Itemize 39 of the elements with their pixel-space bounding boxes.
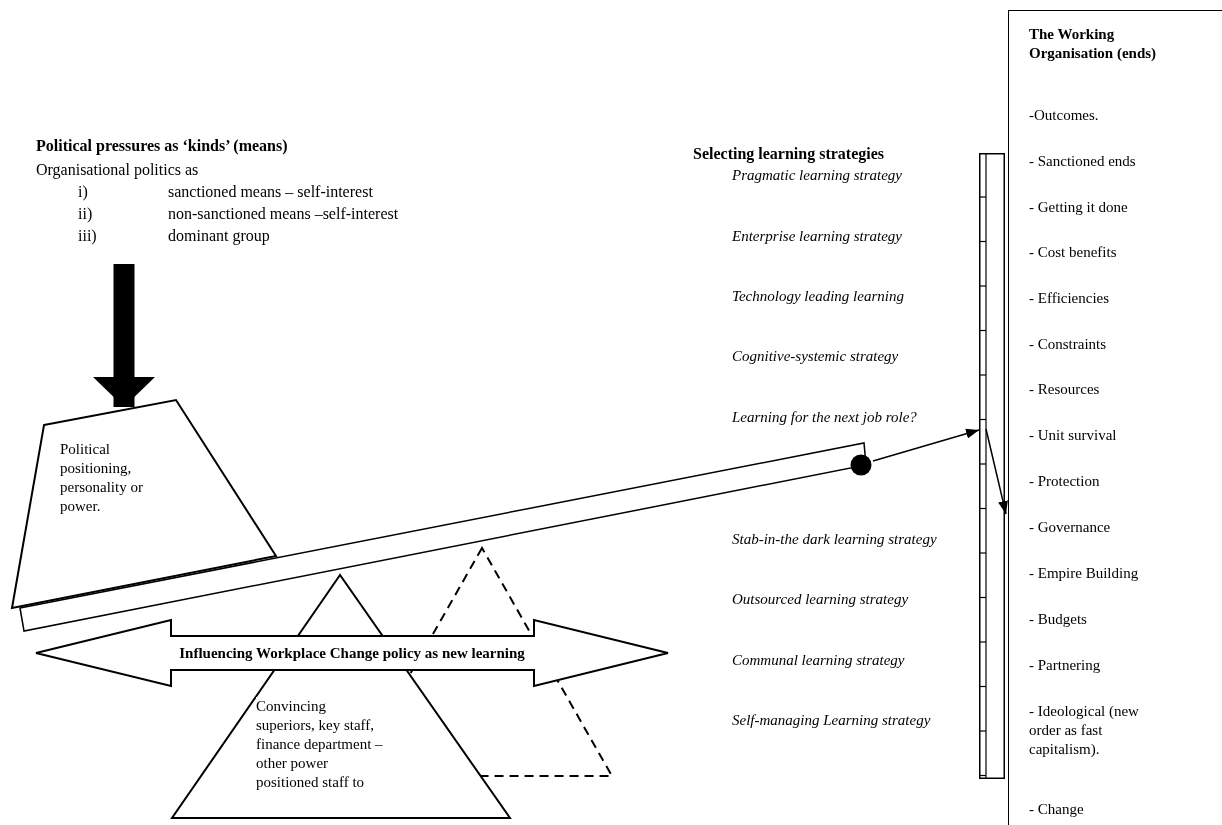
list-item-text: - Partnering (1029, 656, 1102, 675)
list-item-text: -Outcomes. (1029, 106, 1100, 125)
list-numeral: ii) (78, 204, 93, 223)
list-item-text: - Constraints (1029, 335, 1108, 354)
list-item-text: dominant group (168, 226, 270, 245)
intro-text: Organisational politics as (36, 160, 199, 179)
list-numeral: iii) (78, 226, 97, 245)
strategy-text: Learning for the next job role? (732, 409, 917, 426)
strategy-text: Cognitive-systemic strategy (732, 348, 899, 365)
strategy-text: Self-managing Learning strategy (732, 712, 931, 729)
strategy-text: Technology leading learning (732, 288, 904, 305)
list-item-text: - Empire Building (1029, 564, 1140, 583)
arrow (985, 428, 1008, 515)
list-item-text: - Unit survival (1029, 426, 1118, 445)
arrow (872, 428, 980, 462)
strategy-text: Outsourced learning strategy (732, 591, 909, 608)
list-item-text: - Cost benefits (1029, 243, 1118, 262)
strategy-text: Communal learning strategy (732, 652, 905, 669)
list-numeral: i) (78, 182, 88, 201)
list-item-text: - Protection (1029, 472, 1101, 491)
list-item-text: - Budgets (1029, 610, 1088, 629)
list-item-text: - Sanctioned ends (1029, 152, 1137, 171)
list-item-text: sanctioned means – self-interest (168, 182, 373, 201)
list-item-text: non-sanctioned means –self-interest (168, 204, 399, 223)
strategy-text: Enterprise learning strategy (732, 228, 902, 245)
heading-text: Political pressures as ‘kinds’ (means) (36, 136, 288, 155)
strategy-text: Pragmatic learning strategy (732, 167, 902, 184)
list-item-text: - Getting it done (1029, 198, 1129, 217)
list-item-text: - Resources (1029, 380, 1101, 399)
section-heading: Selecting learning strategies (693, 145, 885, 163)
strategy-text: Stab-in-the dark learning strategy (732, 531, 937, 548)
arrow-text: Influencing Workplace Change policy as new learning (178, 644, 526, 663)
list-item-text: - Ideological (new order as fast capitalism). (1029, 702, 1140, 759)
box-heading: The Working Organisation (ends) (1029, 25, 1158, 63)
list-item-text: - Change (1029, 800, 1085, 819)
list-item-text: - Efficiencies (1029, 289, 1111, 308)
arrow (93, 264, 155, 407)
block-text: Political positioning, personality or power. (60, 440, 144, 516)
list-item-text: - Governance (1029, 518, 1112, 537)
